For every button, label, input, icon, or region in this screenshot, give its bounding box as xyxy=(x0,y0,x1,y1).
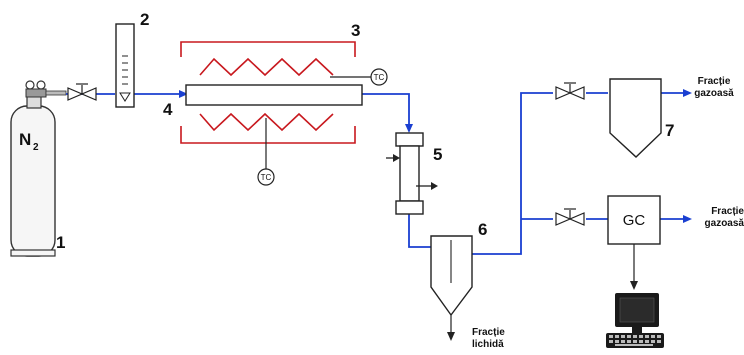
number-label: 3 xyxy=(351,21,360,40)
valve-gc xyxy=(555,208,585,226)
thermocouple-top: TC xyxy=(330,68,388,86)
valve-icon xyxy=(67,87,84,101)
flow-lines xyxy=(66,92,684,255)
arrow-icon xyxy=(447,332,455,341)
gas-liquid-separator xyxy=(430,235,473,341)
component-numbers: 1 2 3 4 5 6 7 xyxy=(56,10,674,252)
number-label: 4 xyxy=(163,100,173,119)
computer-icon xyxy=(606,293,664,348)
nitrogen-cylinder: N 2 xyxy=(10,95,56,257)
flow-line xyxy=(361,93,410,126)
reactor-tube xyxy=(185,84,363,106)
thermocouple-icon xyxy=(257,168,275,186)
condenser-jacket xyxy=(399,145,420,202)
arrow-icon xyxy=(431,182,438,190)
gc-label: GC xyxy=(623,212,646,229)
arrow-icon xyxy=(405,124,413,133)
number-label: 2 xyxy=(140,10,149,29)
tc-label: TC xyxy=(374,73,385,82)
cylinder-body xyxy=(10,105,56,257)
liquid-fraction-label: Fracție xyxy=(472,327,505,338)
keyboard-keys xyxy=(609,335,661,346)
number-label: 7 xyxy=(665,121,674,140)
pressure-regulator xyxy=(25,80,67,98)
thermocouple-icon xyxy=(370,68,388,86)
gas-fraction-label: Fracție xyxy=(698,76,731,87)
condenser xyxy=(386,132,438,215)
condenser-cap-bottom xyxy=(395,200,424,215)
valve-icon xyxy=(555,86,572,100)
valve-icon xyxy=(568,86,585,100)
arrow-icon xyxy=(179,90,188,98)
number-label: 1 xyxy=(56,233,65,252)
gas-chromatograph: GC xyxy=(607,195,661,290)
number-label: 6 xyxy=(478,220,487,239)
heating-coil-bottom xyxy=(199,112,334,132)
flow-line xyxy=(472,92,553,255)
arrow-icon xyxy=(683,215,692,223)
rotameter xyxy=(115,23,135,108)
liquid-fraction-label: lichidă xyxy=(472,339,504,350)
n2-label: N xyxy=(19,130,31,149)
arrow-icon xyxy=(630,281,638,290)
gauge-icon xyxy=(25,80,35,90)
valve-icon xyxy=(80,87,97,101)
valve-inlet xyxy=(67,83,97,101)
condenser-cap-top xyxy=(395,132,424,147)
flow-line xyxy=(408,214,431,248)
regulator-body xyxy=(25,88,47,98)
outlet-labels: Fracție gazoasă Fracție gazoasă Fracție … xyxy=(472,76,744,350)
thermocouple-bottom: TC xyxy=(257,118,275,186)
heating-coil-top xyxy=(199,57,334,77)
gas-collector xyxy=(609,78,662,158)
tc-label: TC xyxy=(261,173,272,182)
rotameter-tube xyxy=(115,23,135,108)
gas-fraction-label: gazoasă xyxy=(694,88,734,99)
gas-fraction-label: Fracție xyxy=(711,206,744,217)
flow-arrowheads xyxy=(179,89,692,223)
heater-shell-top xyxy=(180,41,356,57)
gas-fraction-label: gazoasă xyxy=(705,218,744,229)
float-icon xyxy=(119,92,131,102)
valve-gas-collector xyxy=(555,82,585,100)
heater-shell-bottom xyxy=(180,126,356,144)
cylinder-neck xyxy=(26,95,42,109)
valve-icon xyxy=(555,212,572,226)
cylinder-base xyxy=(10,249,56,257)
arrow-icon xyxy=(683,89,692,97)
n2-subscript: 2 xyxy=(33,142,39,153)
number-label: 5 xyxy=(433,145,442,164)
gauge-icon xyxy=(36,80,46,90)
furnace-heater xyxy=(180,41,356,144)
rotameter-scale xyxy=(122,55,128,85)
arrow-icon xyxy=(393,154,400,162)
valve-icon xyxy=(568,212,585,226)
regulator-outlet xyxy=(45,90,67,96)
